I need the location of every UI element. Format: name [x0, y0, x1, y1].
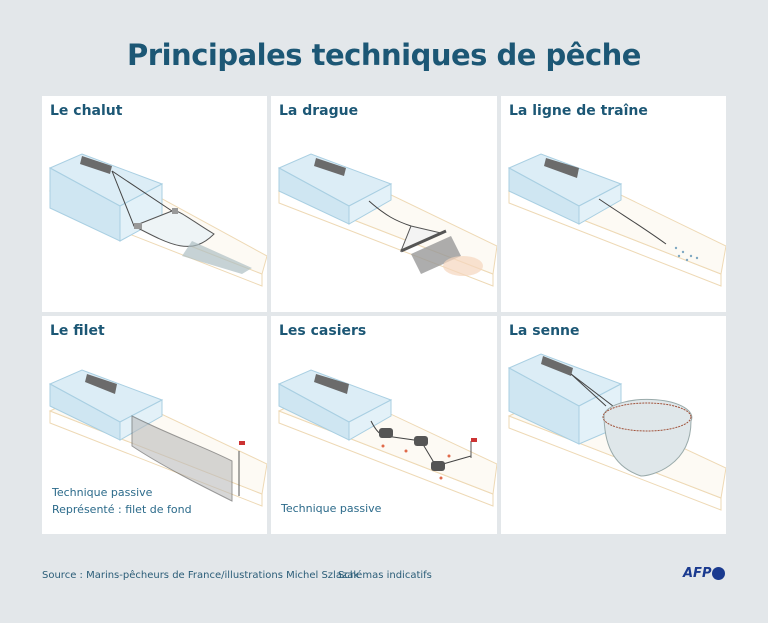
- techniques-grid: Le chalut La drague: [42, 96, 726, 534]
- panel-title: Le filet: [50, 323, 105, 339]
- panel-title: Les casiers: [279, 323, 367, 339]
- dredge-icon: [277, 153, 497, 287]
- panel-filet: Le filet Technique passive Représenté : …: [42, 316, 267, 534]
- panel-title: La senne: [509, 323, 580, 339]
- trawl-net-icon: [48, 153, 267, 287]
- panel-ligne-de-traine: La ligne de traîne: [501, 96, 726, 312]
- note-represente: Représenté : filet de fond: [52, 503, 192, 516]
- panel-title: Le chalut: [50, 103, 123, 119]
- panel-drague: La drague: [271, 96, 497, 312]
- schema-note: Schémas indicatifs: [338, 570, 432, 581]
- panel-chalut: Le chalut: [42, 96, 267, 312]
- note-technique: Technique passive: [281, 502, 382, 515]
- panel-title: La drague: [279, 103, 359, 119]
- gillnet-icon: [48, 369, 267, 507]
- panel-senne: La senne: [501, 316, 726, 534]
- purse-seine-icon: [507, 353, 726, 511]
- afp-logo: AFP: [683, 566, 726, 581]
- logo-dot-icon: [712, 567, 726, 580]
- source-credit: Source : Marins-pêcheurs de France/illus…: [42, 570, 360, 581]
- logo-text: AFP: [683, 566, 712, 581]
- page-title: Principales techniques de pêche: [127, 38, 641, 72]
- panel-casiers: Les casiers Technique passive: [271, 316, 497, 534]
- panel-title: La ligne de traîne: [509, 103, 648, 119]
- note-technique: Technique passive: [52, 486, 153, 499]
- pots-traps-icon: [277, 369, 497, 507]
- trolling-line-icon: [507, 153, 726, 287]
